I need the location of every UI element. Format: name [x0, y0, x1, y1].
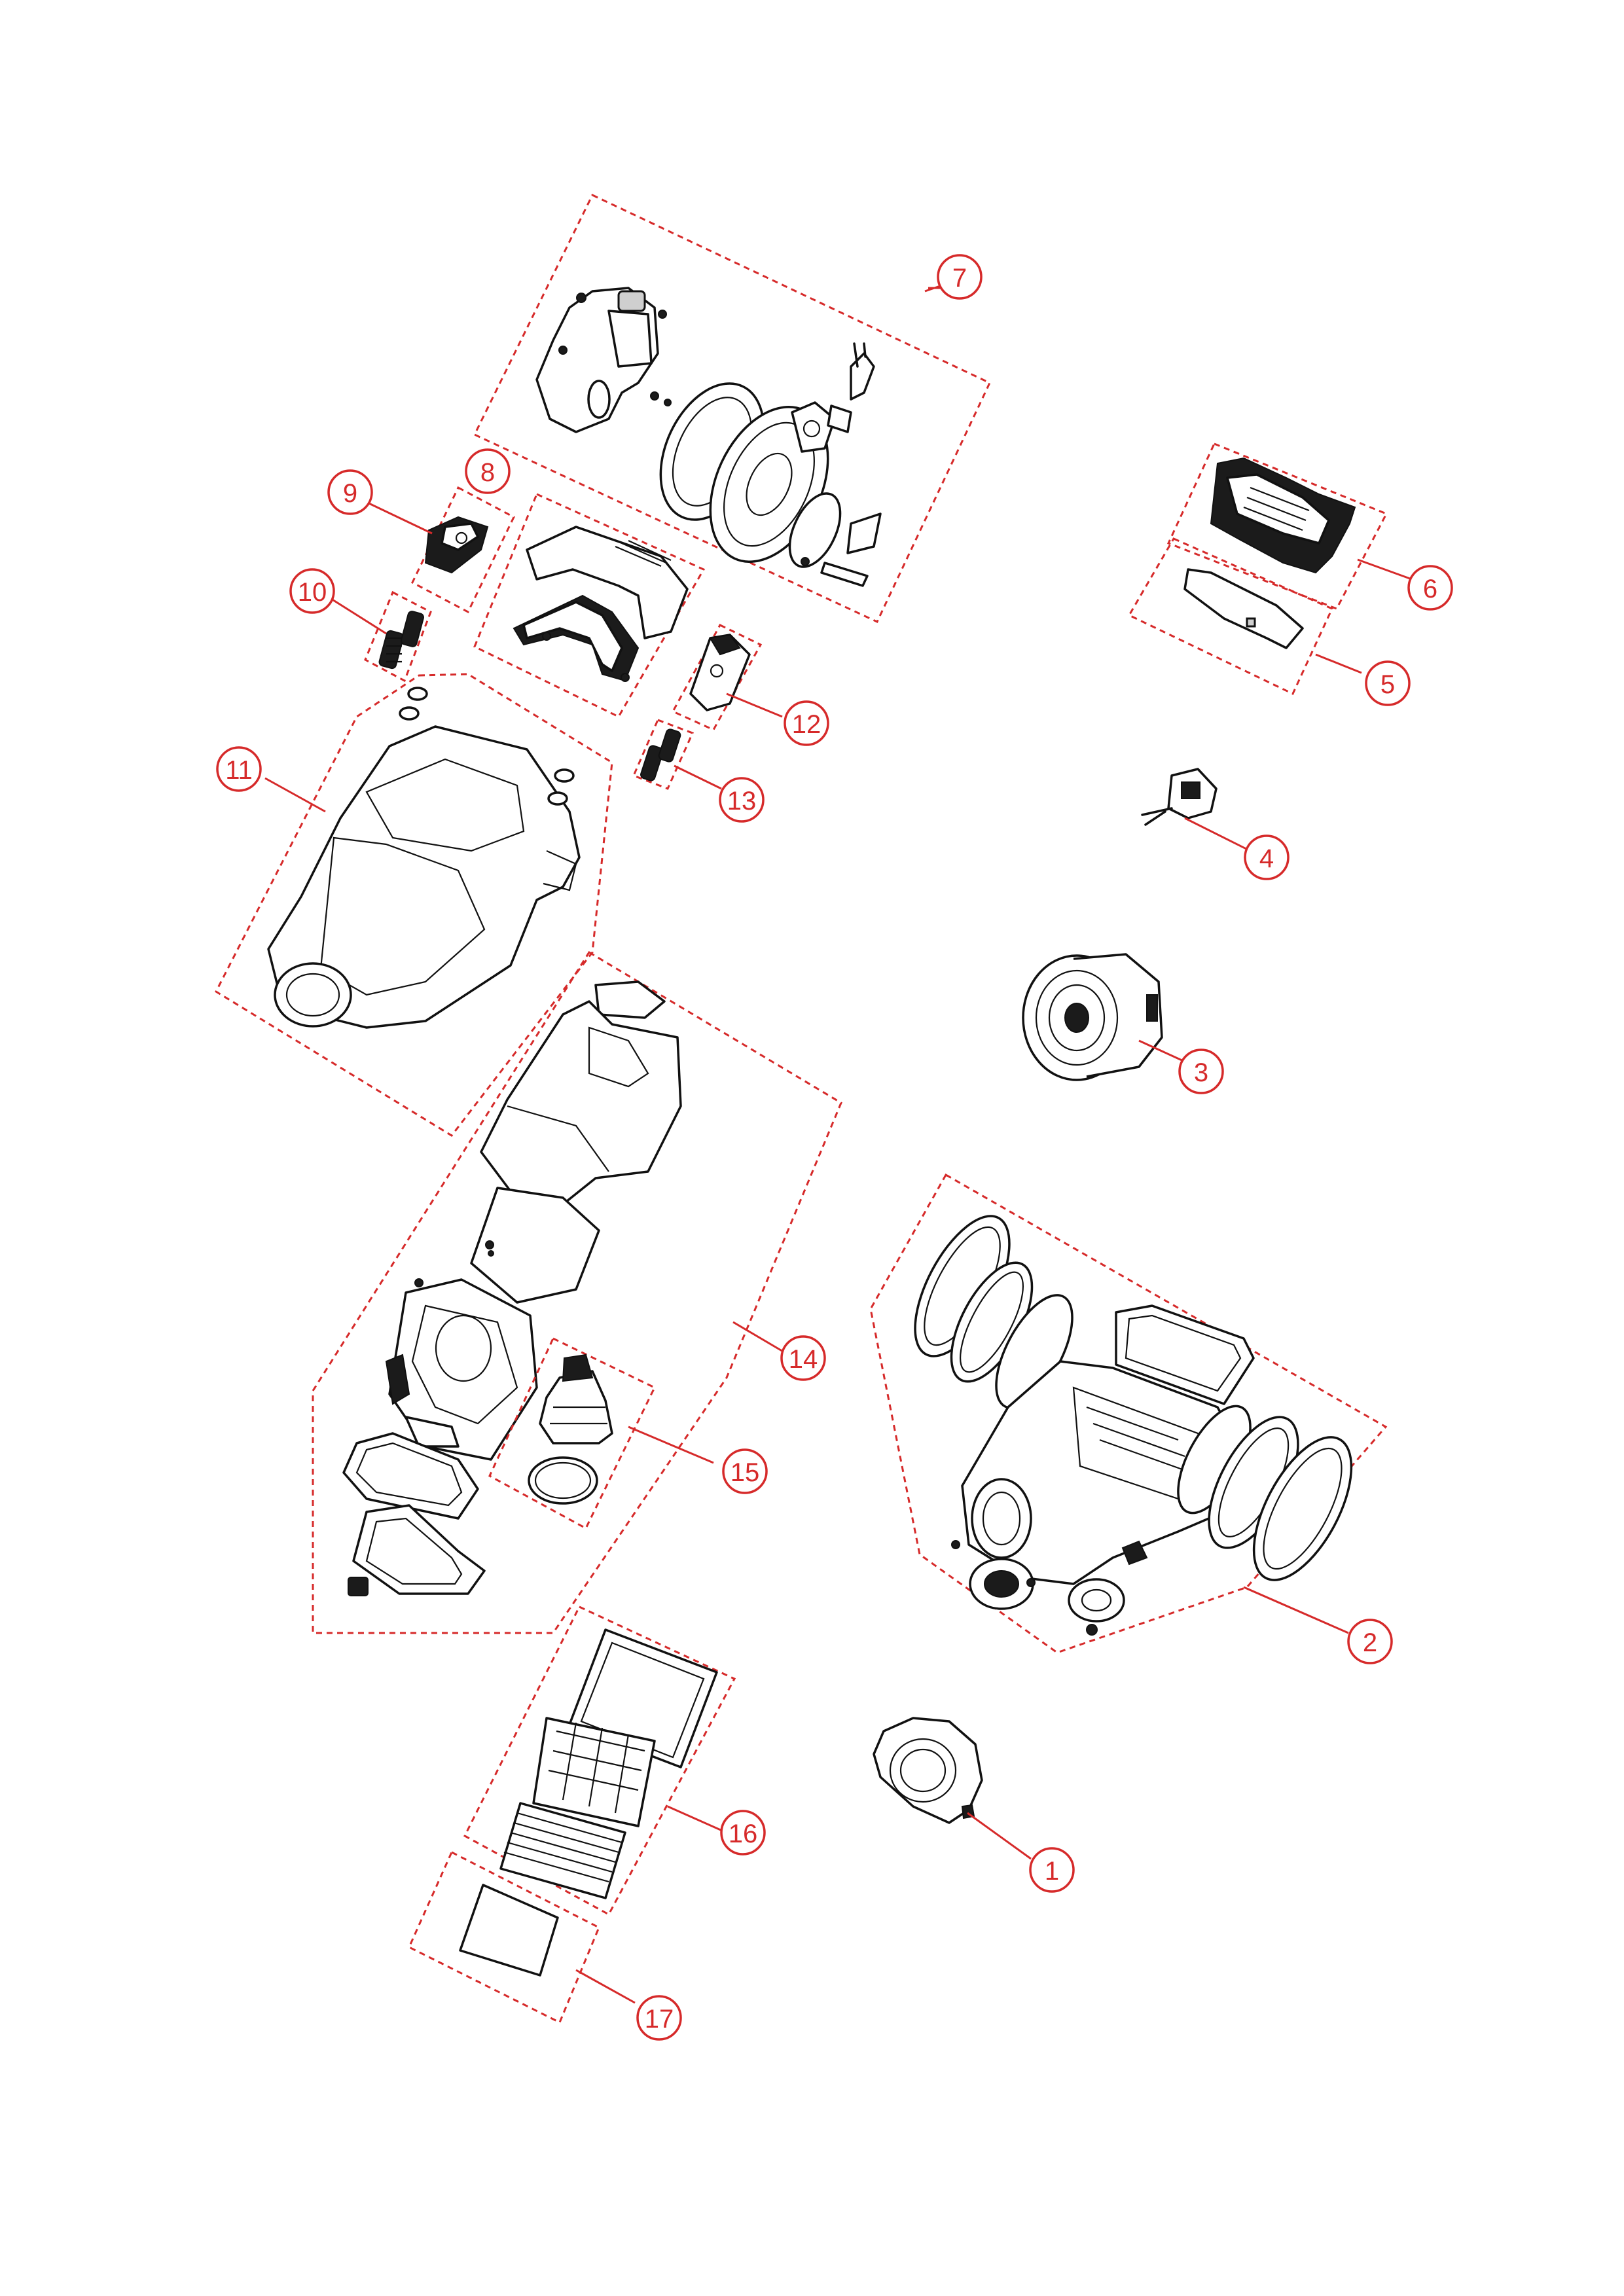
callout-part-4: 4 [1244, 834, 1290, 880]
side-button-drawing [689, 634, 751, 711]
part-group-7 [473, 194, 991, 623]
callout-circle [722, 1448, 768, 1494]
callout-part-9: 9 [327, 469, 373, 515]
part-group-15 [488, 1336, 714, 1530]
callout-part-6: 6 [1407, 565, 1453, 611]
callout-part-1: 1 [1029, 1847, 1075, 1893]
callout-number: 7 [952, 264, 967, 293]
part-3-drawing [1022, 953, 1185, 1081]
callout-number: 5 [1380, 670, 1395, 699]
callout-number: 15 [731, 1458, 760, 1487]
part-group-9 [361, 486, 515, 614]
callout-number: 6 [1423, 575, 1437, 603]
callout-circle [937, 254, 983, 300]
part-group-8 [473, 492, 706, 718]
callout-circle [216, 746, 262, 792]
callout-number: 4 [1259, 844, 1274, 873]
callout-circle [1178, 1049, 1224, 1094]
callout-circle [327, 469, 373, 515]
part-group-5 [1127, 537, 1362, 696]
callout-number: 3 [1194, 1058, 1208, 1087]
pre-filter-pad-drawing [459, 1884, 559, 1977]
part-group-6 [1166, 442, 1418, 610]
callout-part-8: 8 [465, 448, 511, 494]
body-drawing [914, 1215, 1353, 1636]
callout-part-7: 7 [937, 254, 983, 300]
callout-circle [780, 1335, 826, 1381]
part-4-drawing [1141, 768, 1251, 852]
part-group-14 [312, 950, 842, 1634]
callout-number: 2 [1363, 1628, 1377, 1657]
handle-drawing [513, 526, 689, 682]
callout-number: 11 [225, 756, 253, 785]
callout-part-11: 11 [216, 746, 262, 792]
callout-part-13: 13 [719, 777, 765, 823]
callout-part-17: 17 [636, 1995, 682, 2041]
callout-circle [1407, 565, 1453, 611]
part-group-12 [671, 624, 783, 731]
callout-part-14: 14 [780, 1335, 826, 1381]
part-1-drawing [873, 1717, 1032, 1860]
cyclone-drawing [528, 1354, 613, 1505]
callout-circle [784, 700, 829, 746]
part-group-2 [869, 1173, 1388, 1654]
callout-circle [1029, 1847, 1075, 1893]
callout-number: 12 [792, 710, 821, 739]
part-group-11 [215, 673, 613, 1137]
callout-circle [636, 1995, 682, 2041]
button-drawing [424, 516, 489, 574]
filter-stack-drawing [499, 1628, 718, 1899]
callout-number: 13 [727, 787, 757, 816]
cord-reel-drawing [535, 287, 882, 587]
callout-circle [465, 448, 511, 494]
part-group-13 [632, 719, 722, 790]
callout-number: 16 [729, 1820, 758, 1848]
callout-circle [289, 568, 335, 614]
callout-circle [719, 777, 765, 823]
callout-number: 14 [789, 1345, 818, 1374]
part-group-16 [463, 1605, 736, 1916]
callout-circle [1347, 1619, 1393, 1664]
callout-number: 10 [298, 578, 327, 607]
spring-pair-drawing [378, 611, 424, 670]
callout-circle [1244, 834, 1290, 880]
callout-circle [720, 1810, 766, 1856]
spring-pair-drawing-2 [640, 728, 681, 781]
top-cover-drawing [267, 687, 581, 1029]
exhaust-cover-drawing [1210, 457, 1356, 574]
callout-part-3: 3 [1178, 1049, 1224, 1094]
callout-part-16: 16 [720, 1810, 766, 1856]
callout-number: 1 [1045, 1857, 1059, 1886]
callout-part-2: 2 [1347, 1619, 1393, 1664]
callout-part-10: 10 [289, 568, 335, 614]
part-group-17 [408, 1850, 636, 2024]
dust-container-drawing [342, 980, 682, 1596]
callout-part-5: 5 [1365, 660, 1411, 706]
filter-frame-drawing [1183, 568, 1304, 649]
part-group-10 [331, 590, 432, 683]
callout-number: 8 [480, 458, 495, 487]
callout-number: 17 [645, 2005, 674, 2034]
callout-part-12: 12 [784, 700, 829, 746]
callout-circle [1365, 660, 1411, 706]
callout-part-15: 15 [722, 1448, 768, 1494]
callout-number: 9 [343, 479, 357, 508]
